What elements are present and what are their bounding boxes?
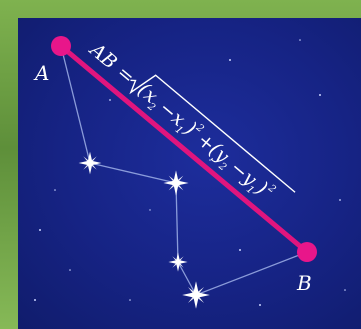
point-a-label: A <box>33 61 49 85</box>
radical-sign <box>129 74 296 193</box>
constellation-lines <box>60 45 308 296</box>
formula-equals: = <box>113 61 139 88</box>
night-sky-panel: A B AB = ( x 2 − x 1 ) 2 + ( y 2 − y 1 )… <box>18 18 361 329</box>
constellation-star-4 <box>182 281 210 309</box>
constellation-star-2 <box>163 170 189 196</box>
constellation-star-1 <box>78 151 102 175</box>
formula-y1-sub: 1 <box>244 184 256 197</box>
constellation-star-3 <box>168 252 188 272</box>
constellation-diagram: A B AB = ( x 2 − x 1 ) 2 + ( y 2 − y 1 )… <box>33 36 346 309</box>
background-stars <box>34 39 346 306</box>
distance-formula: AB = ( x 2 − x 1 ) 2 + ( y 2 − y 1 ) 2 <box>84 38 296 200</box>
formula-x1-sub: 1 <box>173 124 185 137</box>
segment-ab <box>58 43 310 255</box>
point-b <box>297 242 317 262</box>
point-a <box>51 36 71 56</box>
point-b-label: B <box>296 271 312 295</box>
